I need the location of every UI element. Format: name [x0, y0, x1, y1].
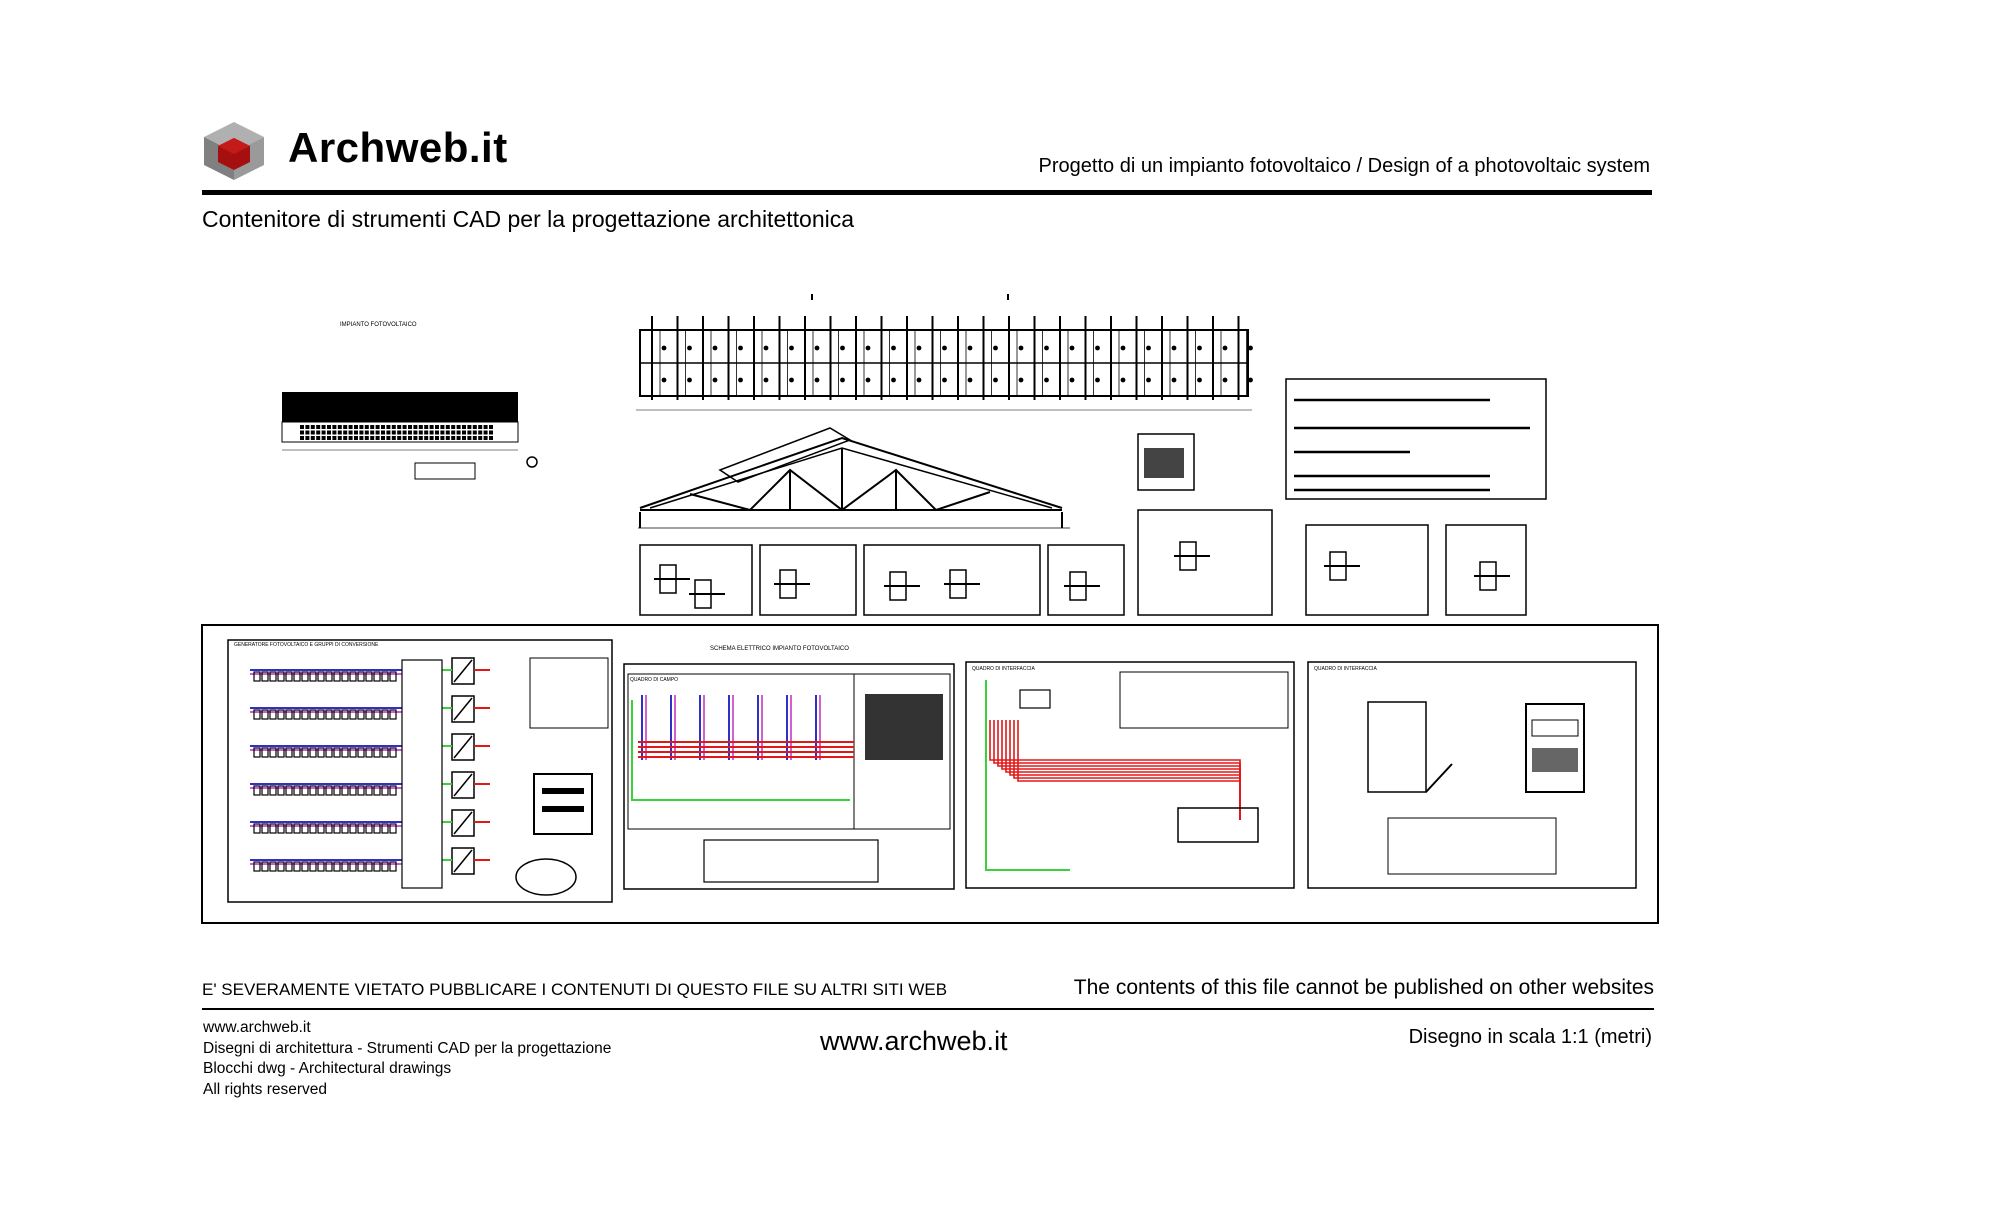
footer-url[interactable]: www.archweb.it — [820, 1026, 1008, 1056]
drawing-scale: Disegno in scala 1:1 (metri) — [1408, 1026, 1652, 1048]
archweb-logo-icon — [200, 120, 268, 182]
schematic-title: SCHEMA ELETTRICO IMPIANTO FOTOVOLTAICO — [710, 646, 849, 652]
cad-drawing: IMPIANTO FOTOVOLTAICO — [190, 280, 1680, 930]
warning-italian: E' SEVERAMENTE VIETATO PUBBLICARE I CONT… — [202, 980, 948, 999]
field-panel: QUADRO DI CAMPO — [623, 663, 955, 890]
interface-panel-1: QUADRO DI INTERFACCIA — [965, 661, 1295, 889]
svg-text:GENERATORE FOTOVOLTAICO E GRUP: GENERATORE FOTOVOLTAICO E GRUPPI DI CONV… — [234, 642, 379, 648]
svg-text:QUADRO DI INTERFACCIA: QUADRO DI INTERFACCIA — [1314, 666, 1377, 672]
interface-panel-2: QUADRO DI INTERFACCIA — [1307, 661, 1637, 889]
footer-line: Disegni di architettura - Strumenti CAD … — [203, 1039, 612, 1057]
footer-info: www.archweb.it Disegni di architettura -… — [203, 1018, 611, 1100]
plant-title: IMPIANTO FOTOVOLTAICO — [340, 322, 417, 328]
footer-line: All rights reserved — [203, 1080, 328, 1098]
page-subtitle: Contenitore di strumenti CAD per la prog… — [202, 206, 855, 232]
project-title: Progetto di un impianto fotovoltaico / D… — [1038, 155, 1650, 177]
brand-name: Archweb.it — [288, 124, 508, 171]
frame-elevation — [636, 294, 1253, 411]
plant-plan: IMPIANTO FOTOVOLTAICO — [281, 322, 538, 480]
schematic-frame — [201, 624, 1659, 924]
generator-panel: GENERATORE FOTOVOLTAICO E GRUPPI DI CONV… — [227, 639, 613, 903]
footer-line: Blocchi dwg - Architectural drawings — [203, 1060, 452, 1077]
svg-text:QUADRO DI INTERFACCIA: QUADRO DI INTERFACCIA — [972, 666, 1035, 672]
svg-text:QUADRO DI CAMPO: QUADRO DI CAMPO — [630, 677, 678, 683]
roof-truss — [638, 427, 1070, 529]
header-rule — [202, 190, 1652, 195]
footer-line: www.archweb.it — [203, 1019, 311, 1036]
detail-row — [639, 509, 1527, 616]
warning-english: The contents of this file cannot be publ… — [1073, 976, 1654, 999]
footer-rule — [202, 1008, 1654, 1010]
rail-lines — [1285, 378, 1547, 500]
